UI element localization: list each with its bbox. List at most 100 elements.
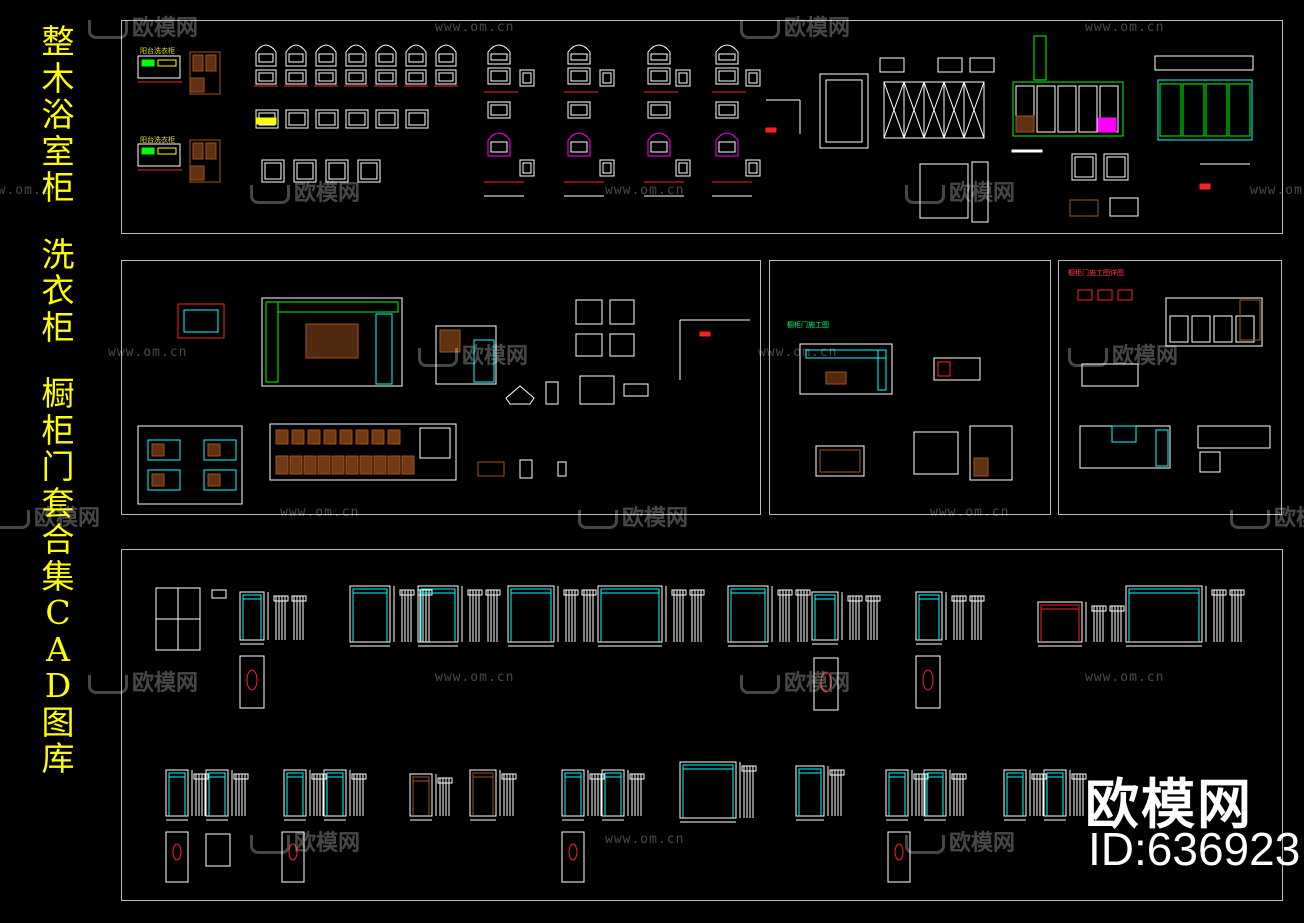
arched-door [567,132,591,157]
carved-oval [568,843,578,861]
door-frame-head [926,772,944,778]
yellow-trim [157,59,177,67]
window [419,427,451,459]
door-panel [718,141,736,153]
wood-box [1069,199,1099,217]
cabinet-box [357,159,381,183]
cabinet-box [435,69,457,85]
watermark-logo: 欧模网 [418,338,528,370]
door-frame-head [326,772,344,778]
cabinet-box [1071,153,1097,181]
arched-door [345,44,367,67]
title-char: 整 [41,22,75,61]
doors-c2 [1199,451,1221,473]
profile-cap [629,773,645,780]
counter [877,349,887,391]
door-frame-head [600,588,660,594]
watermark-url: www.om.cn [435,670,515,685]
profile-cap [437,777,453,784]
arched-door [375,44,397,67]
cyan-cabinet [203,469,237,491]
island-b [815,445,865,477]
profile-cap [581,589,597,596]
door-frame-head [730,588,766,594]
cabinet-inner [348,112,366,126]
green-fill [141,59,155,67]
wood-panel [151,473,165,487]
iso-box [609,299,635,325]
wash-cabinet-label-2: 阳台洗衣柜 [140,136,175,144]
kitchen-elevation [269,423,457,481]
cabinet-inner [718,70,736,82]
cabinet-inner [328,162,346,180]
cabinet-inner [378,72,394,82]
door-panel [650,141,668,153]
door-frame-head [918,594,940,600]
door-frame-head [352,588,388,594]
wardrobe-panel [1228,83,1251,137]
cabinet-box [315,109,339,129]
door-frame-outline [409,773,433,817]
kitchen-detail [435,325,497,385]
panel-kitchen-c [1058,260,1282,515]
door-frame-head [564,772,582,778]
title-char: 合 [41,520,75,559]
carved-door [239,655,265,709]
door-frame-outline [923,769,947,817]
red-box [1097,289,1113,301]
cabinet-box [487,101,511,119]
door-frame-outline [679,761,737,819]
cabinet-box [519,159,535,177]
upper-cabinet [275,429,289,445]
iso-box [575,299,603,325]
door-frame-outline [561,769,585,817]
cabinet-box [745,159,761,177]
box-3d [1109,197,1139,217]
profile-cap [467,589,483,596]
arched-door [405,44,427,67]
door-panel [650,53,668,61]
cabinet-inner [650,70,668,82]
door-frame-head [208,772,226,778]
profile-cap [951,773,967,780]
panel-kitchen-a [121,260,761,515]
profile-cap [951,595,967,602]
wood-door [189,77,205,93]
title-char: 木 [41,58,75,98]
base-cabinet [345,455,359,475]
cabinet-inner [264,162,282,180]
door-panel [438,53,454,63]
carved-oval [820,671,832,693]
carved-door [887,831,911,883]
door-frame-outline [239,591,265,641]
wood-tall [1239,299,1261,341]
cabinet-box [345,109,369,129]
red-box [1077,289,1093,301]
carved-oval [894,843,904,861]
door-frame-head [412,776,430,782]
wash-cabinet-elevation [137,143,181,167]
door-frame-outline [469,769,497,817]
cabinet-inner [748,72,758,84]
profile-cap [969,595,985,602]
cabinet-box [325,159,349,183]
cabinet-inner [678,162,688,174]
title-char: 衣 [41,271,75,310]
sofa-watermark-icon [418,347,458,367]
wardrobe-door [1036,85,1056,133]
cabinet-box [647,67,671,85]
door-frame-outline [1037,601,1083,643]
iso-box [609,333,635,357]
cabinet-box [567,67,591,85]
sofa-watermark-icon [740,19,780,39]
profile-cap [1229,589,1245,596]
carved-oval [246,669,258,691]
sofa-watermark-icon [740,674,780,694]
cabinet-box [405,69,427,85]
profile-cap [233,773,249,780]
cabinet-inner [348,72,364,82]
watermark-logo: 欧模网 [88,10,198,42]
profile-cap [741,765,757,772]
wood-panel [207,473,221,487]
